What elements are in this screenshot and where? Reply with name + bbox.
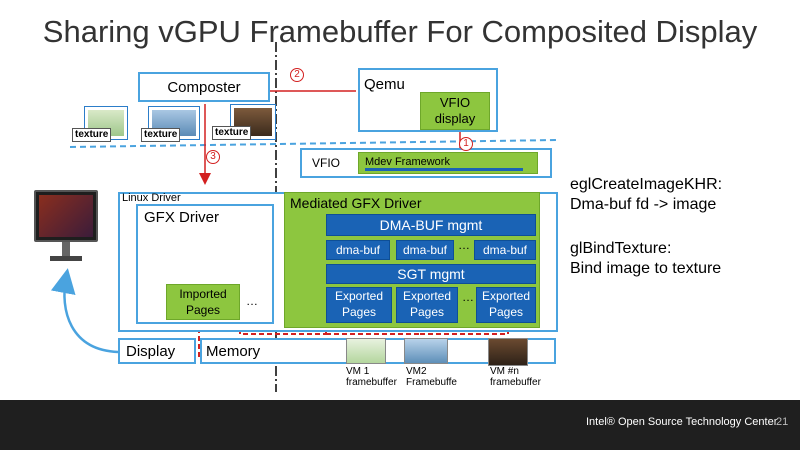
texture-label-1: texture [72,128,112,142]
linux-driver-label: Linux Driver [122,192,181,204]
mdev-framework-box: Mdev Framework [358,152,538,174]
mdev-framework-label: Mdev Framework [365,156,450,168]
display-to-monitor-arrow [50,268,119,354]
note-dma-buf-fd: Dma-buf fd -> image [570,196,717,213]
display-label: Display [126,343,176,360]
vfio-boundary-line [69,139,559,148]
vmn-framebuffer-thumb [488,338,528,366]
footer-bar: Intel® Open Source Technology Center 21 [0,400,800,450]
dma-buf-box-1: dma-buf [326,240,390,260]
vm2-framebuffer-thumb [404,338,448,364]
vfio-display-box: VFIO display [420,92,490,130]
gfx-ellipsis: … [246,294,258,308]
qemu-label: Qemu [364,76,405,93]
gfx-driver-label: GFX Driver [144,209,219,226]
exported-ellipsis: … [462,290,474,304]
slide-title: Sharing vGPU Framebuffer For Composited … [42,14,758,49]
note-bind-image: Bind image to texture [570,260,722,277]
imported-pages-box: Imported Pages [166,284,240,320]
mediated-gfx-driver-label: Mediated GFX Driver [290,195,422,211]
vm2-framebuffer-caption: VM2 Framebuffe [406,366,457,388]
composter-label: Composter [167,79,241,96]
vfio-label: VFIO [312,156,341,170]
texture-label-2: texture [141,128,181,142]
dma-buf-box-3: dma-buf [474,240,536,260]
composter-box: Composter [138,72,270,102]
memory-label: Memory [206,343,261,360]
footer-text: Intel® Open Source Technology Center [586,416,778,428]
vm1-framebuffer-caption: VM 1 framebuffer [346,366,397,388]
step-badge-3: 3 [206,150,220,164]
page-number: 21 [776,416,789,428]
step-badge-2: 2 [290,68,304,82]
step-badge-1: 1 [459,137,473,151]
display-box: Display [118,338,196,364]
monitor-icon [34,190,98,266]
note-egl-create: eglCreateImageKHR: [570,176,723,193]
vfio-display-label: VFIO display [434,95,476,126]
sgt-mgmt-box: SGT mgmt [326,264,536,284]
vm1-framebuffer-thumb [346,338,386,364]
dma-buf-ellipsis: … [458,238,470,252]
dma-buf-box-2: dma-buf [396,240,454,260]
dma-buf-mgmt-box: DMA-BUF mgmt [326,214,536,236]
exported-pages-box-2: Exported Pages [396,287,458,323]
exported-pages-box-3: Exported Pages [476,287,536,323]
imported-pages-label: Imported Pages [179,287,227,317]
texture-label-3: texture [212,126,252,140]
exported-pages-box-1: Exported Pages [326,287,392,323]
vmn-framebuffer-caption: VM #n framebuffer [490,366,541,388]
note-gl-bind: glBindTexture: [570,240,672,257]
